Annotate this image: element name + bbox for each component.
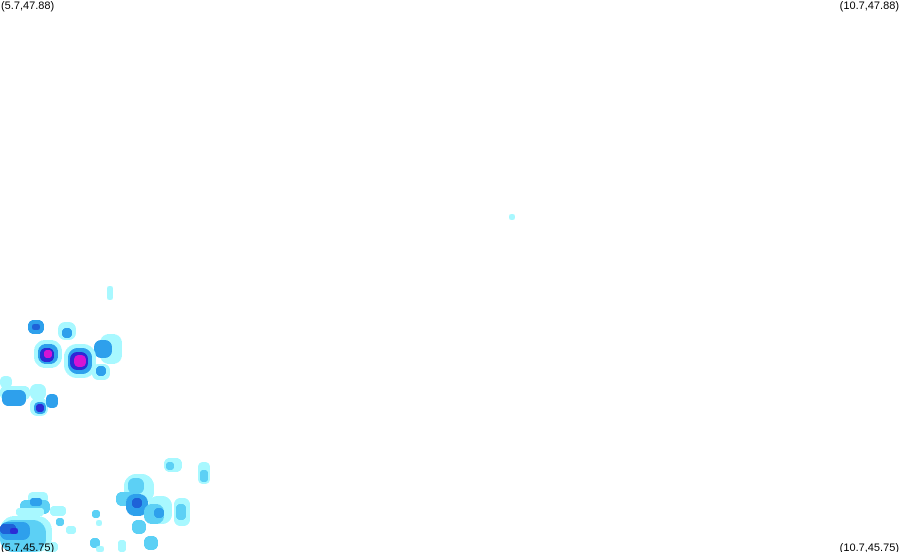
precipitation-echo — [62, 328, 72, 338]
precipitation-echo — [107, 286, 113, 300]
precipitation-echo — [56, 518, 64, 526]
precipitation-echo — [128, 478, 144, 494]
precipitation-echo — [118, 540, 126, 552]
precipitation-echo — [30, 384, 46, 400]
precipitation-echo — [132, 498, 142, 508]
precipitation-echo — [94, 340, 112, 358]
corner-label-bottom-right: (10.7,45.75) — [839, 542, 899, 552]
precipitation-echo — [96, 520, 102, 526]
precipitation-echo — [66, 526, 76, 534]
precipitation-echo — [90, 538, 100, 548]
precipitation-echo — [74, 355, 86, 367]
precipitation-echo — [50, 506, 66, 516]
precipitation-echo — [96, 546, 104, 552]
precipitation-echo — [2, 390, 26, 406]
precipitation-echo — [44, 350, 52, 358]
precipitation-echo — [176, 504, 186, 520]
corner-label-bottom-left: (5.7,45.75) — [1, 542, 55, 552]
precipitation-echo — [509, 214, 515, 220]
corner-label-top-left: (5.7,47.88) — [1, 0, 55, 12]
precipitation-echo — [132, 520, 146, 534]
precipitation-echo — [0, 376, 12, 388]
precipitation-echo — [44, 542, 58, 552]
precipitation-echo — [166, 462, 174, 470]
precipitation-echo — [10, 528, 18, 534]
precipitation-echo — [144, 536, 158, 550]
precipitation-echo — [96, 366, 106, 376]
precipitation-echo — [92, 510, 100, 518]
precipitation-echo — [16, 508, 44, 516]
precipitation-echo — [46, 394, 58, 408]
precipitation-echo — [154, 508, 164, 518]
precipitation-echo — [32, 324, 40, 330]
precipitation-echo — [36, 404, 44, 412]
precipitation-echo — [30, 498, 42, 506]
corner-label-top-right: (10.7,47.88) — [839, 0, 899, 12]
precipitation-echo — [200, 470, 208, 482]
